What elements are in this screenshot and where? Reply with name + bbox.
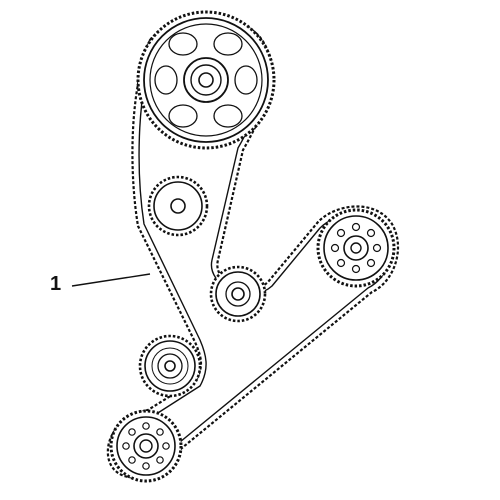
- upper-idler-pulley: [147, 175, 209, 237]
- camshaft-sprocket-window: [213, 32, 243, 56]
- callout-label-timing-belt: 1: [50, 273, 62, 295]
- intermediate-sprocket-bolt: [350, 242, 362, 254]
- callout-leader-line: [71, 273, 151, 287]
- lower-idler-pulley-hub: [164, 360, 176, 372]
- camshaft-sprocket-bolt: [198, 72, 214, 88]
- upper-idler-pulley-hub: [170, 198, 186, 214]
- camshaft-sprocket-window: [213, 104, 243, 128]
- camshaft-sprocket: [136, 10, 276, 150]
- camshaft-sprocket-window: [168, 32, 198, 56]
- tensioner-pulley-hub: [231, 287, 245, 301]
- tensioner-pulley: [209, 265, 267, 323]
- camshaft-sprocket-window: [168, 104, 198, 128]
- intermediate-sprocket-holes: [330, 222, 382, 274]
- camshaft-sprocket-window: [234, 65, 258, 95]
- crankshaft-sprocket-holes: [122, 422, 170, 470]
- camshaft-sprocket-window: [154, 65, 178, 95]
- crankshaft-sprocket-bolt: [139, 439, 153, 453]
- lower-idler-pulley: [138, 334, 202, 398]
- intermediate-sprocket: [316, 208, 396, 288]
- crankshaft-sprocket: [109, 409, 183, 483]
